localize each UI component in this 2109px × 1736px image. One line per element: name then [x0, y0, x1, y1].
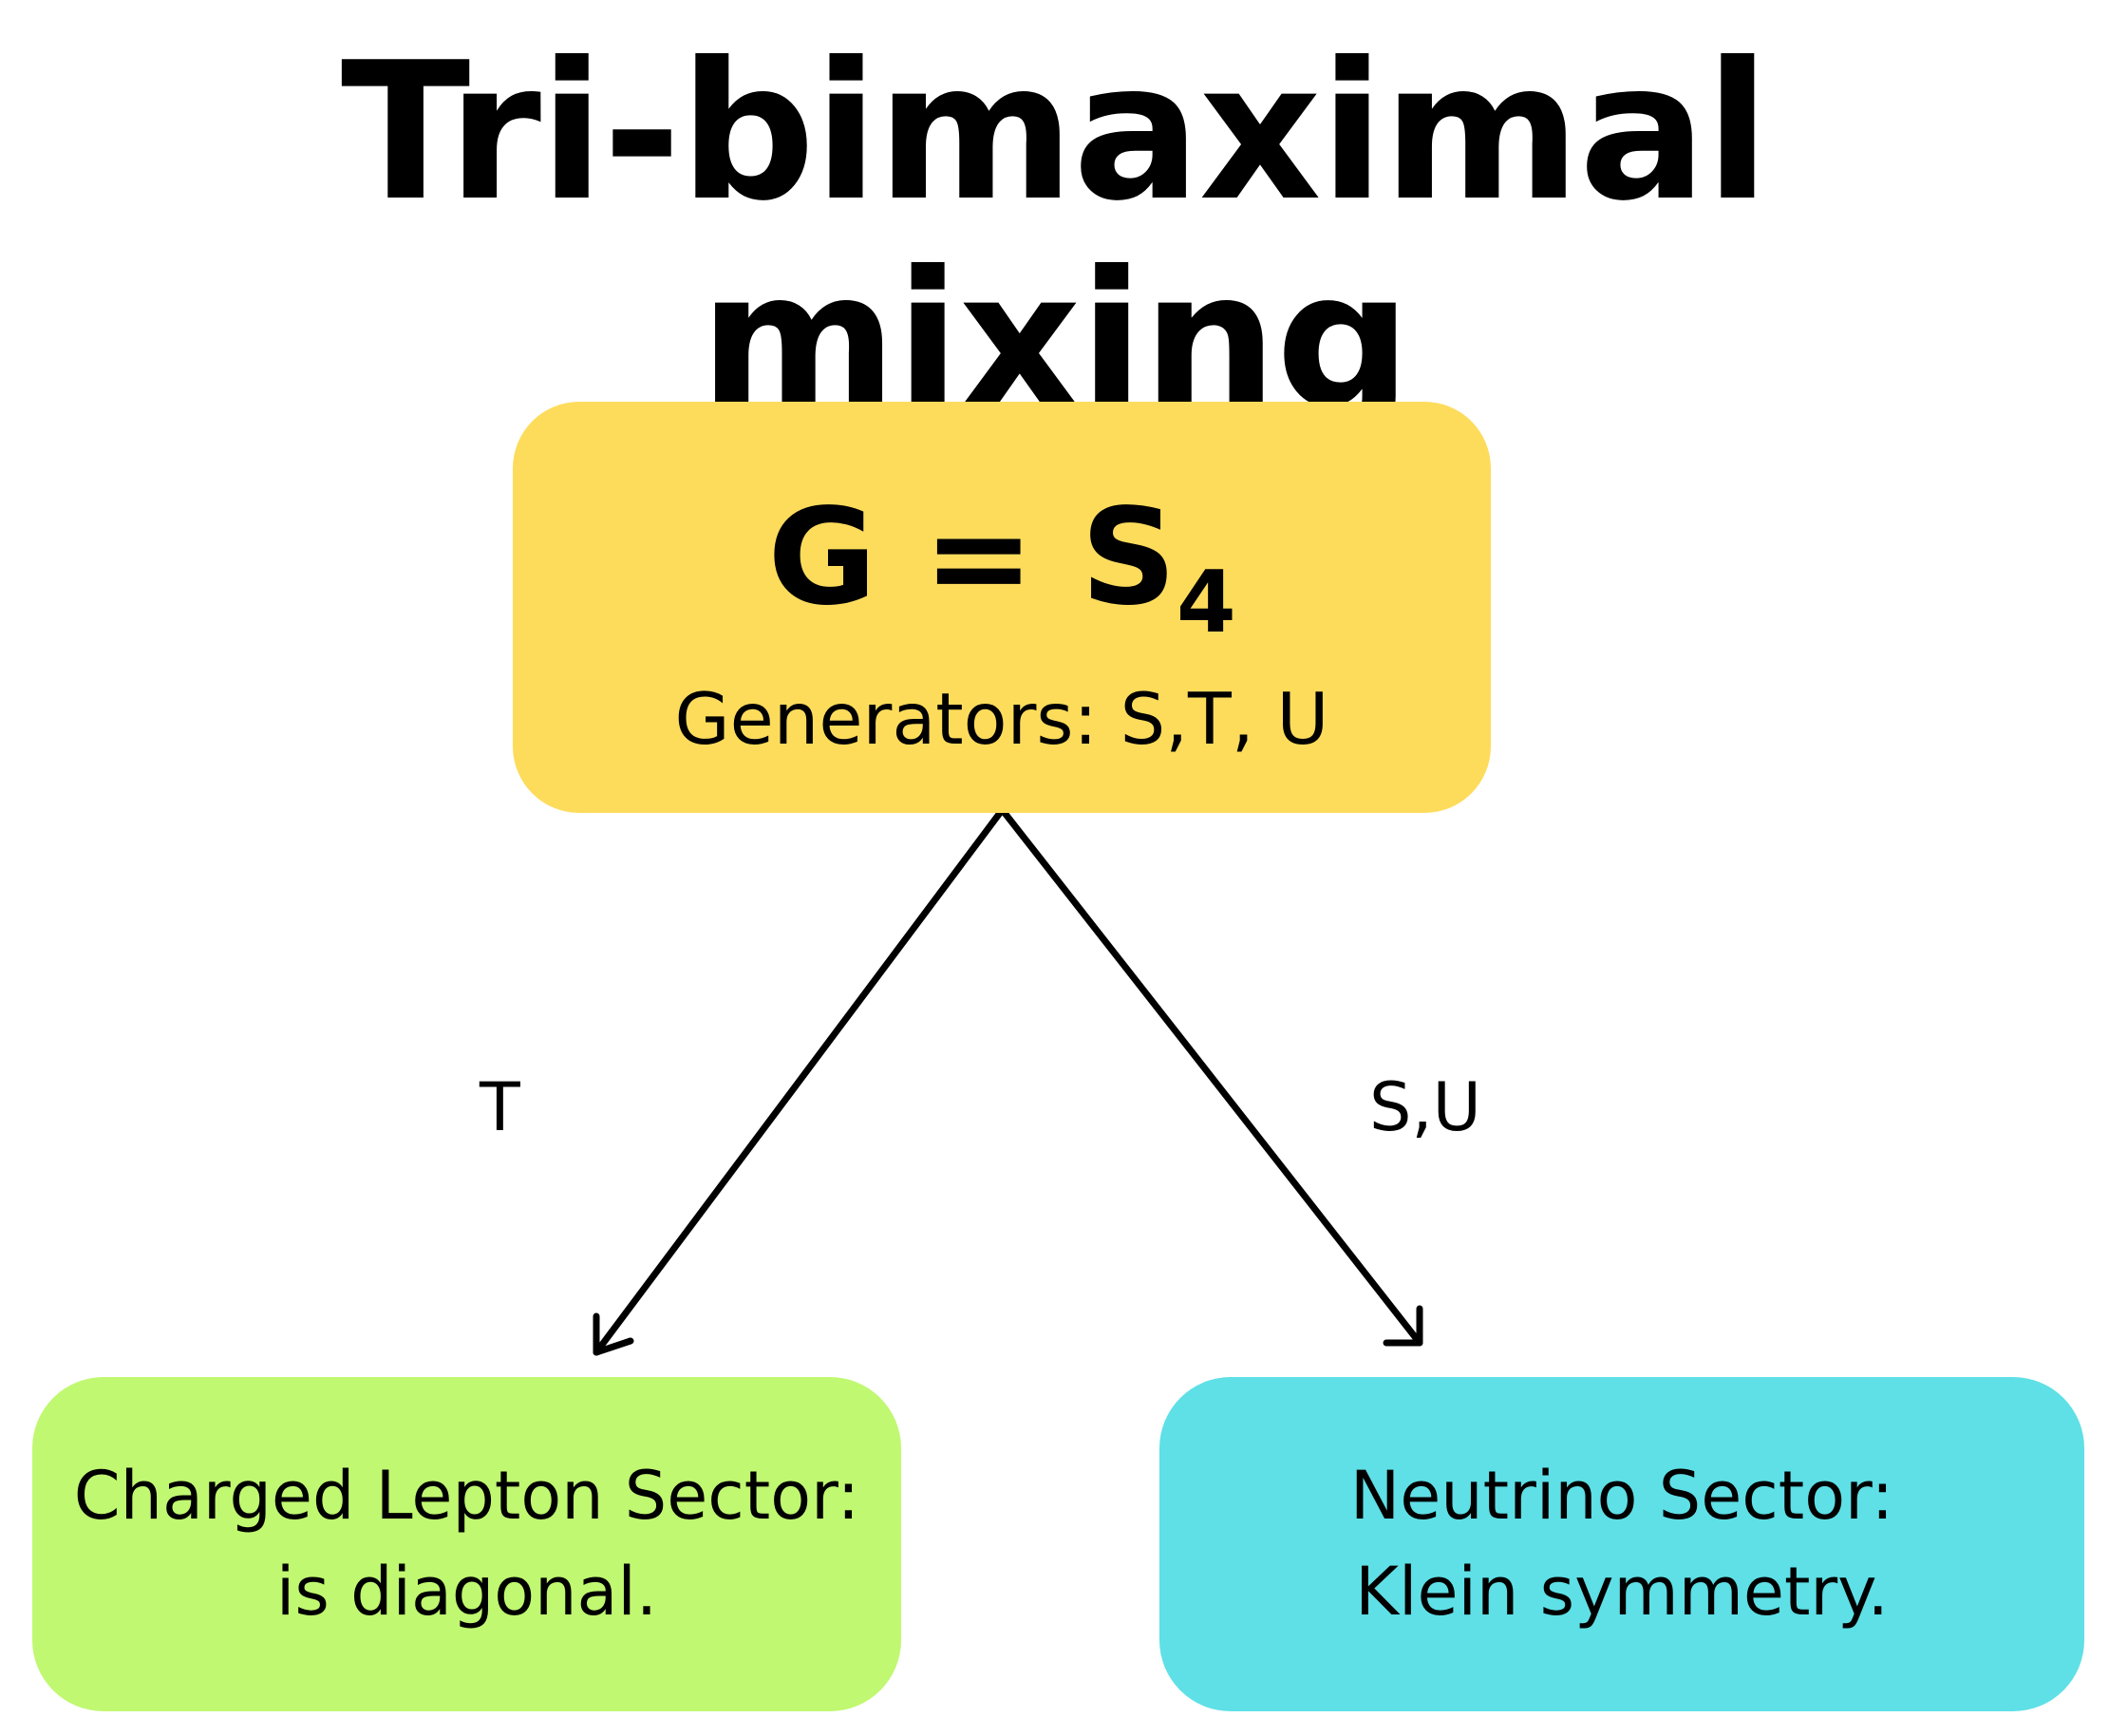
group-formula: G = S4: [767, 492, 1235, 646]
symmetry-group-box: G = S4 Generators: S,T, U: [513, 402, 1491, 813]
neutrino-sector-box: Neutrino Sector: Klein symmetry.: [1159, 1377, 2084, 1711]
arrow-to-neutrino: [1001, 809, 1423, 1347]
arrow-to-charged-lepton: [593, 809, 1004, 1356]
diagram-title: Tri-bimaximal mixing: [340, 22, 1770, 452]
edge-label-t: T: [480, 1068, 520, 1146]
charged-lepton-line2: is diagonal.: [275, 1553, 658, 1631]
group-formula-main: G = S: [767, 481, 1177, 635]
group-formula-subscript: 4: [1176, 553, 1236, 652]
neutrino-line2: Klein symmetry.: [1355, 1553, 1889, 1631]
neutrino-line1: Neutrino Sector:: [1349, 1456, 1894, 1535]
charged-lepton-sector-box: Charged Lepton Sector: is diagonal.: [32, 1377, 901, 1711]
arrowhead-neutrino: [1383, 1305, 1423, 1347]
edge-label-su: S,U: [1369, 1068, 1481, 1146]
arrowhead-charged-lepton: [593, 1312, 634, 1356]
generators-text: Generators: S,T, U: [674, 677, 1329, 761]
charged-lepton-line1: Charged Lepton Sector:: [73, 1456, 860, 1535]
